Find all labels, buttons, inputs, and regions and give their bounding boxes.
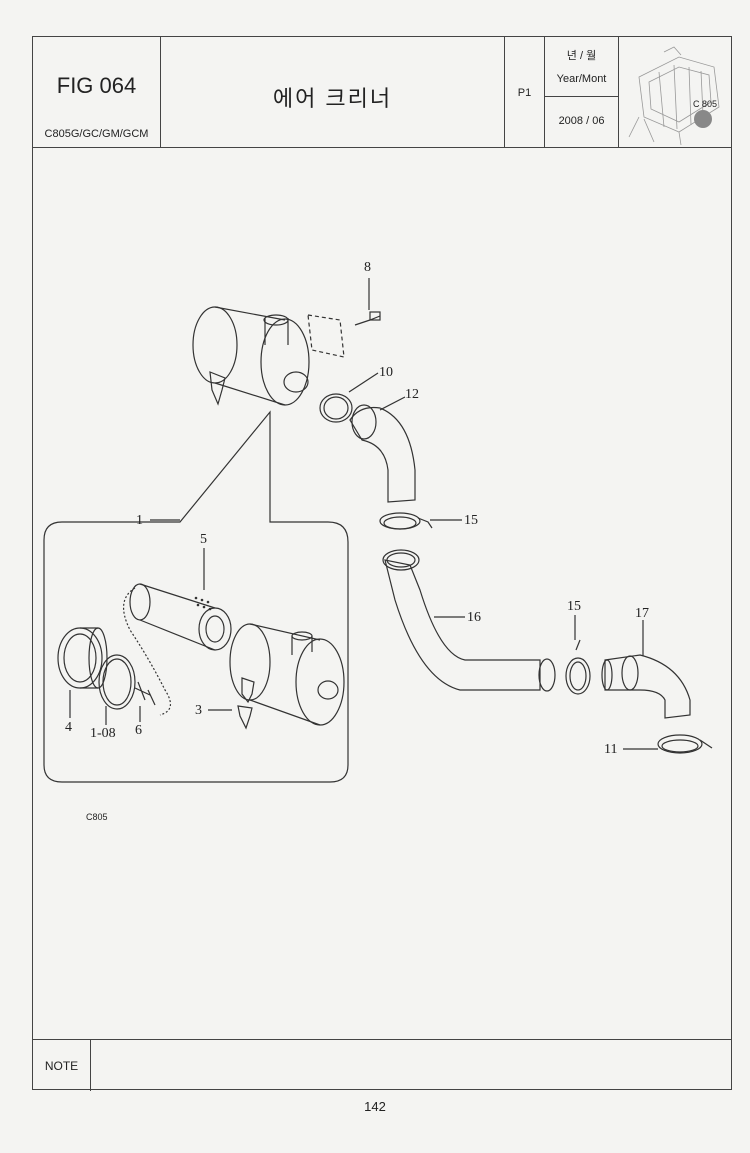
callout-11: 11 (604, 742, 617, 757)
o-ring-108 (98, 654, 136, 710)
callout-1: 1 (136, 513, 143, 528)
fig-number: FIG 064 (56, 73, 137, 98)
filter-element-5 (129, 583, 232, 651)
callout-8: 8 (364, 260, 371, 275)
machine-thumbnail: C 805 (628, 46, 720, 146)
cover-4 (57, 627, 108, 689)
title-cell: 에어 크리너 (161, 37, 505, 147)
thumbnail-badge-dot (694, 110, 712, 128)
date-value: 2008 / 06 (558, 115, 605, 127)
thumbnail-cell: C 805 (619, 37, 731, 147)
fig-cell: FIG 064 C805G/GC/GM/GCM (33, 37, 161, 147)
year-month-kr: 년 / 월 (566, 50, 597, 62)
page-number: 142 (364, 1099, 386, 1114)
callout-15a: 15 (464, 513, 478, 528)
thumbnail-badge: C 805 (693, 99, 717, 109)
callout-15b: 15 (567, 599, 581, 614)
housing-lower (229, 623, 345, 726)
callout-10: 10 (379, 365, 393, 380)
callout-108: 1-08 (90, 726, 116, 741)
detail-box (43, 410, 349, 783)
clamp-10 (319, 393, 353, 423)
clamp-15b (565, 657, 591, 695)
header-block: FIG 064 C805G/GC/GM/GCM 에어 크리너 P1 년 / 월 … (33, 37, 731, 148)
note-box: NOTE (33, 1039, 731, 1091)
wing-nut-6 (134, 681, 156, 706)
callout-16: 16 (467, 610, 481, 625)
callout-5: 5 (200, 532, 207, 547)
callout-6: 6 (135, 723, 142, 738)
page-ref-cell: P1 (505, 37, 545, 147)
page-title: 에어 크리너 (272, 86, 393, 111)
pipe-16 (384, 559, 541, 691)
page-frame: FIG 064 C805G/GC/GM/GCM 에어 크리너 P1 년 / 월 … (32, 36, 732, 1091)
note-label: NOTE (33, 1040, 91, 1091)
callout-3: 3 (195, 703, 202, 718)
elbow-17 (604, 654, 691, 719)
page-ref: P1 (517, 87, 532, 99)
callout-4: 4 (65, 720, 72, 735)
date-label-box: 년 / 월 Year/Mont (545, 37, 618, 97)
model-code: C805G/GC/GM/GCM (44, 128, 149, 140)
callout-17: 17 (635, 606, 649, 621)
air-cleaner-assembly (192, 306, 310, 406)
date-cell: 년 / 월 Year/Mont 2008 / 06 (545, 37, 619, 147)
callout-12: 12 (405, 387, 419, 402)
elbow-hose-12 (349, 406, 416, 503)
valve-3 (237, 705, 253, 730)
clamp-11 (657, 734, 703, 754)
year-month-en: Year/Mont (556, 73, 607, 85)
diagram-code: C805 (86, 812, 108, 822)
mounting-plate (307, 314, 345, 358)
